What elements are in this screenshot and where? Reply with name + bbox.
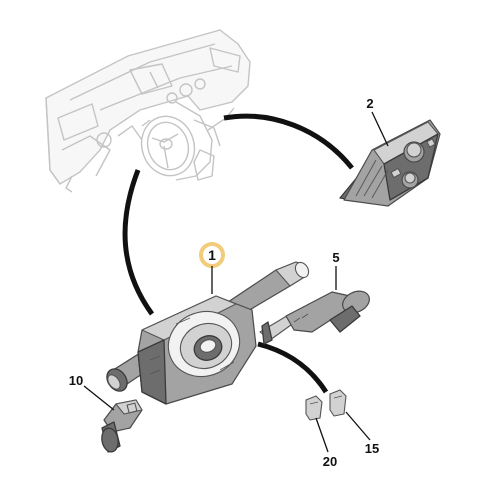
- callout-part-15: 15: [365, 441, 379, 456]
- leader-part-10: [83, 385, 115, 411]
- callout-part-10: 10: [69, 373, 83, 388]
- right-stalk-part: [259, 290, 370, 345]
- link-assembly-to-clips: [257, 341, 329, 394]
- leader-part-2: [371, 111, 389, 147]
- callout-part-20: 20: [323, 454, 337, 469]
- control-panel-part: [339, 119, 441, 207]
- steering-switch-assembly: [106, 261, 310, 405]
- left-stalk-part: [101, 399, 143, 453]
- callout-labels: 1 2 5 10 15 20: [69, 96, 379, 469]
- clip-parts: [305, 389, 347, 421]
- link-dashboard-to-panel: [223, 113, 354, 170]
- leader-part-15: [345, 411, 371, 441]
- link-lines: [122, 113, 354, 394]
- callout-part-1: 1: [208, 247, 216, 263]
- callout-part-2: 2: [366, 96, 373, 111]
- leader-part-20: [315, 417, 329, 453]
- link-dashboard-to-assembly: [122, 169, 155, 316]
- clip-b-part: [305, 395, 323, 421]
- dashboard-illustration: [45, 29, 251, 193]
- callout-part-5: 5: [332, 250, 339, 265]
- leader-lines: [83, 111, 389, 453]
- clip-a-part: [329, 389, 347, 417]
